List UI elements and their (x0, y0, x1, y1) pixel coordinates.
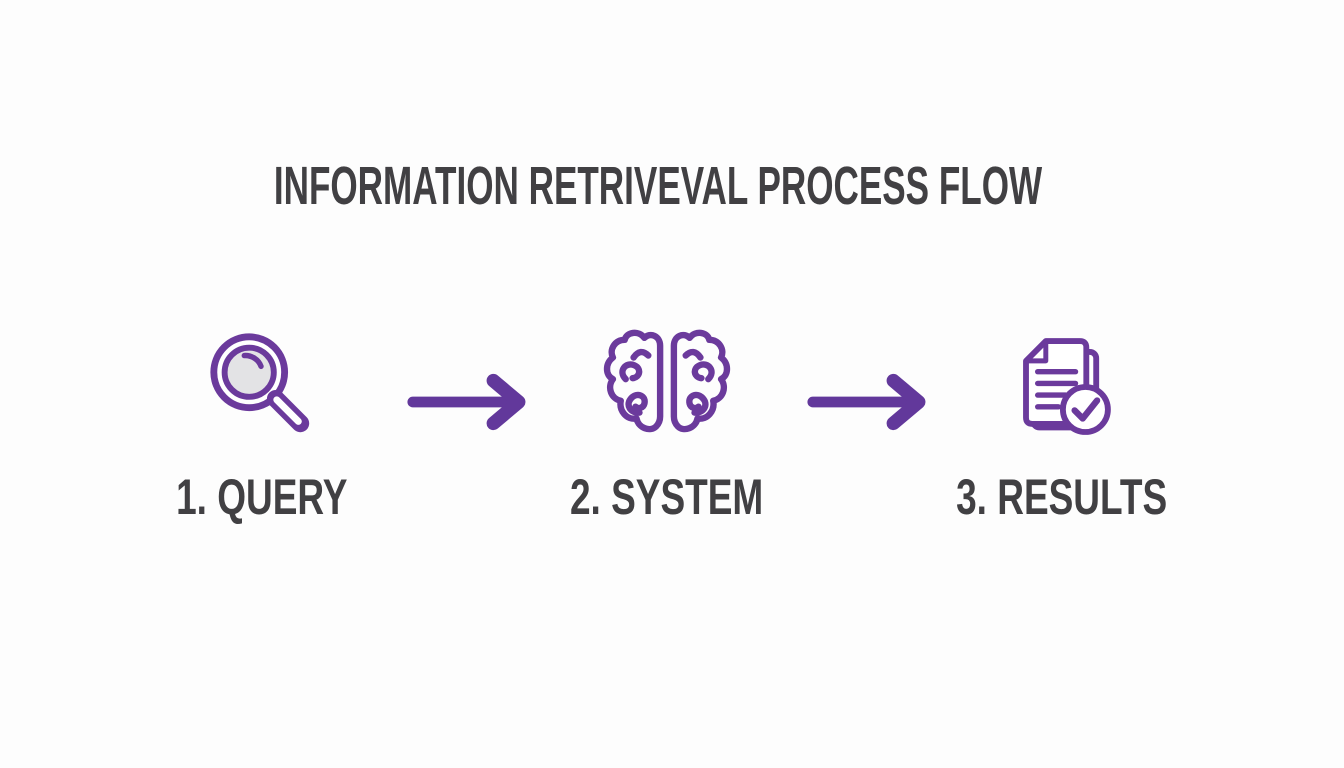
arrow-right-icon (805, 367, 941, 437)
step-query: 1. QUERY (142, 328, 382, 526)
arrow-right-icon (405, 367, 541, 437)
step-system-label: 2. SYSTEM (570, 469, 764, 525)
diagram-title: INFORMATION RETRIVEVAL PROCESS FLOW (273, 156, 1043, 216)
step-system: 2. SYSTEM (547, 328, 787, 526)
step-results: 3. RESULTS (942, 328, 1182, 526)
brain-icon (603, 328, 731, 446)
magnifier-icon (203, 328, 321, 446)
document-check-icon (1008, 328, 1116, 446)
step-query-label: 1. QUERY (176, 469, 348, 525)
step-results-label: 3. RESULTS (956, 469, 1168, 525)
